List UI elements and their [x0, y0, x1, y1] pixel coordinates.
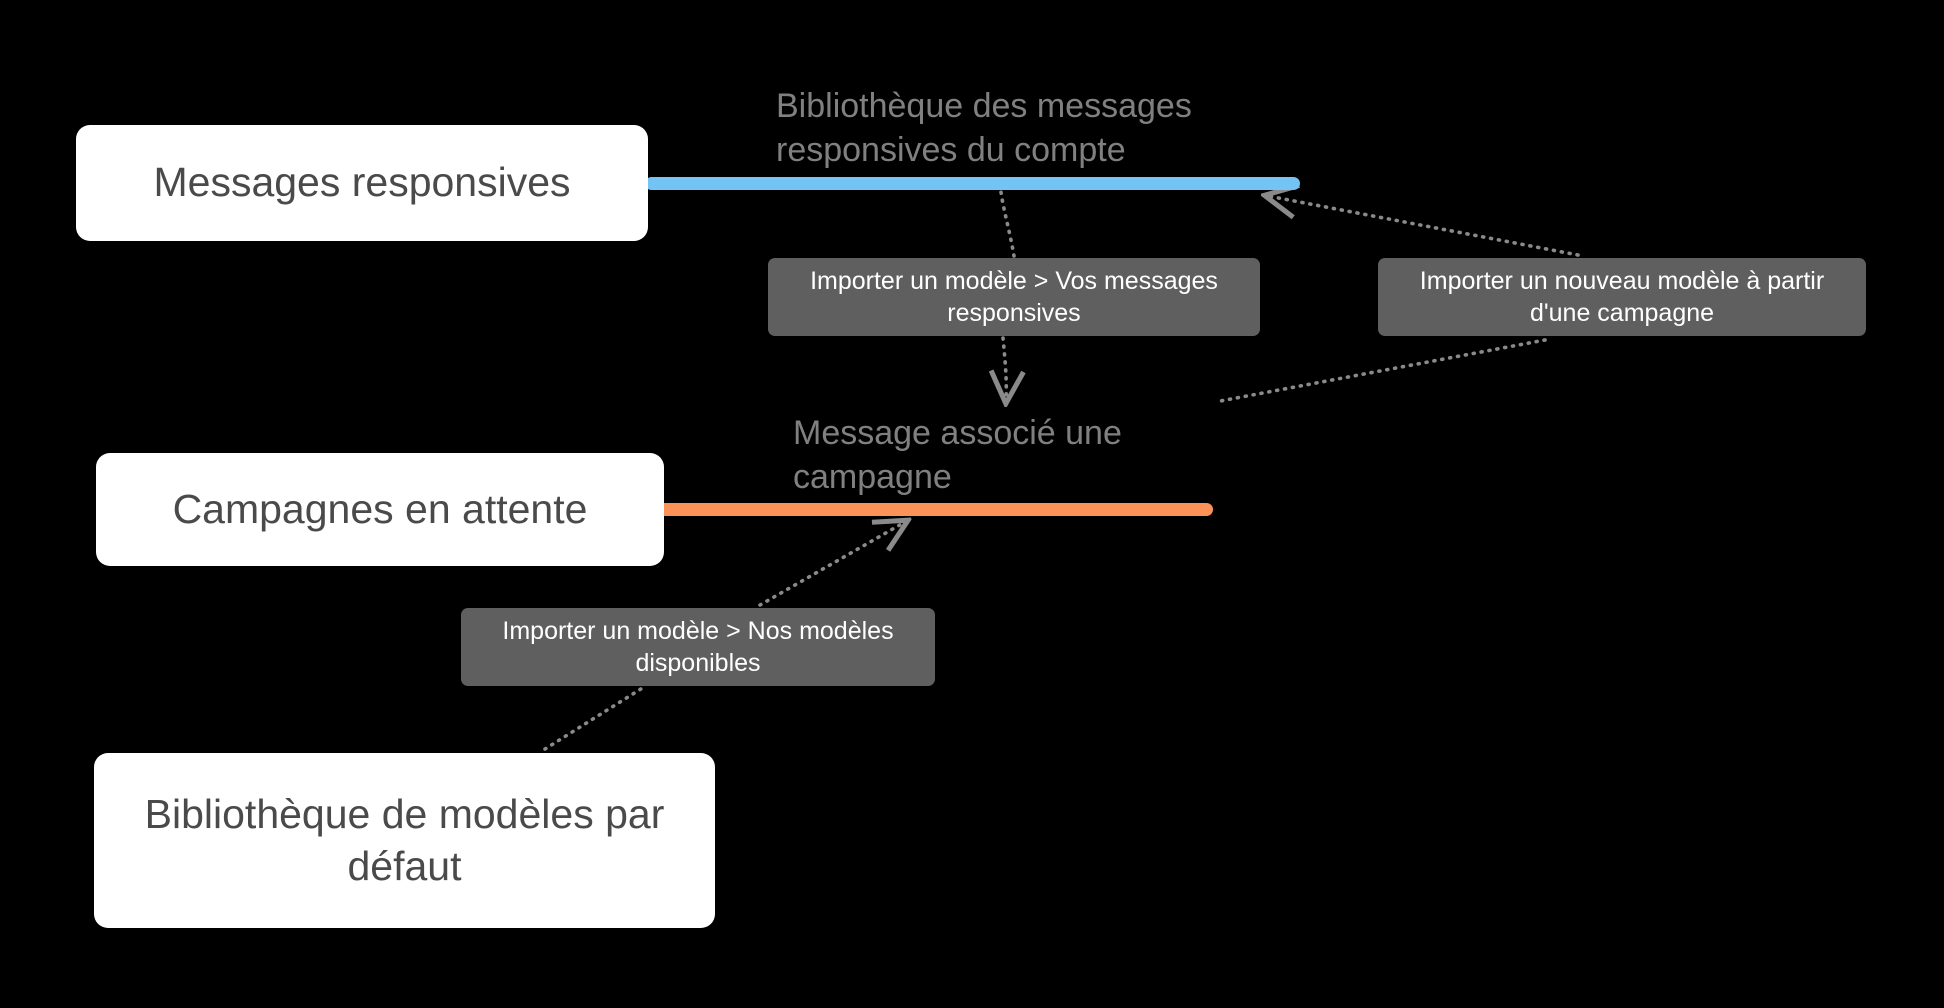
- relation-caption-message-campagne: Message associé une campagne: [793, 414, 1122, 496]
- node-campagnes-en-attente[interactable]: Campagnes en attente: [96, 453, 664, 566]
- relation-bar-message-campagne: [658, 503, 1213, 516]
- annotation-nos-modeles-disponibles[interactable]: Importer un modèle > Nos modèles disponi…: [461, 608, 935, 686]
- annotation-nouveau-modele-campagne[interactable]: Importer un nouveau modèle à partir d'un…: [1378, 258, 1866, 336]
- node-bibliotheque-modeles-defaut[interactable]: Bibliothèque de modèles par défaut: [94, 753, 715, 928]
- connector-bibliotheque-defaut-to-nos-modeles: [543, 685, 646, 751]
- connector-vos-messages-to-message-campagne: [1003, 336, 1006, 400]
- connector-nouveau-modele-to-blue-bar: [1268, 196, 1580, 257]
- connector-vos-messages-to-blue-bar: [999, 190, 1016, 258]
- relation-bar-bibliotheque-compte: [645, 177, 1300, 190]
- annotation-vos-messages-responsives[interactable]: Importer un modèle > Vos messages respon…: [768, 258, 1260, 336]
- connector-nos-modeles-to-orange-bar: [758, 522, 905, 607]
- relation-caption-bibliotheque-compte: Bibliothèque des messages responsives du…: [776, 87, 1192, 169]
- connector-nouveau-modele-to-campagne: [1213, 338, 1547, 404]
- node-messages-responsives[interactable]: Messages responsives: [76, 125, 648, 241]
